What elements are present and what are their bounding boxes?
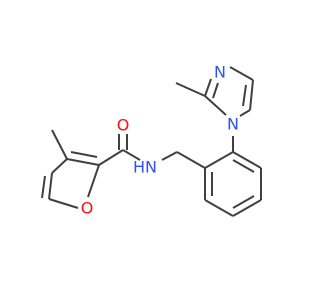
bond-benz-1-2 [204, 151, 234, 169]
bond-c4-c5 [249, 79, 254, 111]
bond-n-ch2 [161, 151, 178, 161]
bond-o1-c5 [48, 198, 79, 209]
bond-methyl-c3 [51, 129, 68, 160]
atom-label-layer: O N H O N N [81, 63, 239, 218]
bond-benz-4-5 [232, 199, 262, 217]
bond-benz-inner-a [232, 159, 255, 173]
bond-c2-carbonyl [98, 149, 124, 166]
bond-c2-o1 [87, 164, 100, 198]
bond-c2-methyl [175, 82, 206, 97]
atom-imidazole-n1: N [227, 115, 239, 134]
bond-layer [41, 66, 262, 217]
bond-n3-c4 [229, 66, 254, 81]
atom-carbonyl-oxygen: O [117, 116, 130, 135]
atom-amide-nitrogen: N [145, 158, 157, 177]
bond-c2-n3-double [212, 82, 219, 99]
bond-carbonyl-n [122, 149, 141, 161]
bond-c5-c4-double [41, 175, 46, 199]
atom-imidazole-n3: N [214, 63, 226, 82]
atom-amide-hydrogen: H [133, 158, 145, 177]
bond-n1-c2 [204, 95, 227, 116]
bond-benz-5-6 [204, 199, 234, 217]
bond-c4-c5-double [242, 84, 247, 107]
bond-c3-c2-double [70, 151, 98, 158]
bond-c4-c3 [51, 158, 68, 174]
bond-c5-c4 [48, 172, 53, 200]
bond-c3-c2 [66, 158, 100, 166]
bond-ch2-benzene [176, 151, 206, 169]
bond-benz-inner-b [232, 195, 255, 209]
bond-c2-n3 [204, 78, 212, 97]
bond-c5-n1 [239, 109, 251, 117]
atom-furan-oxygen: O [81, 199, 94, 218]
chemical-structure-diagram: O N H O N N [41, 63, 262, 218]
bond-benz-2-3 [232, 151, 262, 169]
